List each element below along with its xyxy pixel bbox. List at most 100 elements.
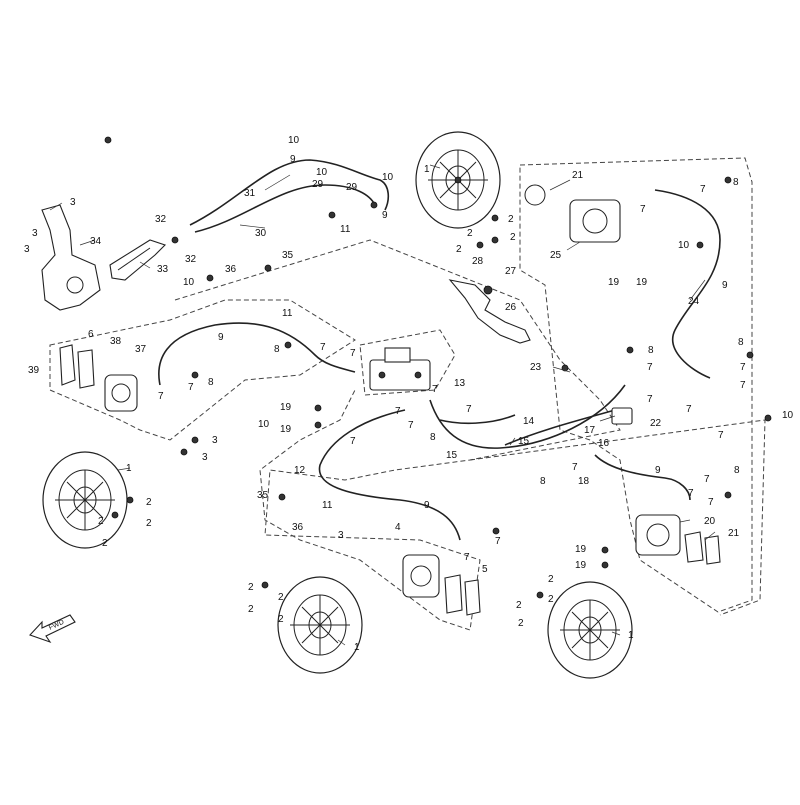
caliper-4-front-right bbox=[402, 554, 440, 598]
callout-2: 2 bbox=[102, 538, 108, 549]
callout-2: 2 bbox=[278, 592, 284, 603]
callout-8: 8 bbox=[648, 345, 654, 356]
callout-1: 1 bbox=[424, 164, 430, 175]
callout-7: 7 bbox=[686, 404, 692, 415]
brake-line-14 bbox=[439, 414, 516, 425]
callout-10: 10 bbox=[316, 167, 328, 178]
callout-2: 2 bbox=[508, 214, 514, 225]
callout-7: 7 bbox=[740, 380, 746, 391]
callout-11: 11 bbox=[282, 308, 293, 319]
callout-21: 21 bbox=[572, 170, 584, 181]
brake-hose-front-right bbox=[318, 409, 461, 541]
callout-11: 11 bbox=[322, 500, 333, 511]
group-outline-center bbox=[174, 239, 621, 631]
callout-27: 27 bbox=[505, 266, 517, 277]
callout-18: 18 bbox=[578, 476, 590, 487]
callout-10: 10 bbox=[183, 277, 195, 288]
callout-15: 15 bbox=[446, 450, 458, 461]
callout-29: 29 bbox=[312, 179, 324, 190]
callout-4: 4 bbox=[395, 522, 401, 533]
callout-3: 3 bbox=[338, 530, 344, 541]
brake-disc-top bbox=[415, 131, 501, 229]
group-outline-front-left bbox=[49, 299, 356, 441]
callout-8: 8 bbox=[738, 337, 744, 348]
callout-20: 20 bbox=[704, 516, 716, 527]
callout-leaders bbox=[49, 164, 716, 646]
park-brake-bracket bbox=[109, 239, 167, 281]
callout-26: 26 bbox=[505, 302, 517, 313]
callout-1: 1 bbox=[126, 463, 132, 474]
junction-block-22 bbox=[611, 407, 633, 425]
callout-2: 2 bbox=[456, 244, 462, 255]
brake-disc-front-left bbox=[42, 451, 128, 549]
callout-2: 2 bbox=[146, 518, 152, 529]
callout-19: 19 bbox=[575, 560, 587, 571]
callout-8: 8 bbox=[208, 377, 214, 388]
callout-9: 9 bbox=[218, 332, 224, 343]
callout-29: 29 bbox=[346, 182, 358, 193]
brake-pads-5 bbox=[444, 574, 481, 616]
caliper-20-rear-lower bbox=[635, 514, 721, 565]
bolt-fittings bbox=[104, 136, 772, 599]
callout-7: 7 bbox=[466, 404, 472, 415]
callout-7: 7 bbox=[704, 474, 710, 485]
callout-19: 19 bbox=[575, 544, 587, 555]
callout-31: 31 bbox=[244, 188, 256, 199]
callout-2: 2 bbox=[516, 600, 522, 611]
callout-19: 19 bbox=[280, 402, 292, 413]
callout-7: 7 bbox=[640, 204, 646, 215]
callout-10: 10 bbox=[288, 135, 300, 146]
callout-11: 11 bbox=[340, 224, 351, 235]
callout-21: 21 bbox=[728, 528, 740, 539]
caliper-38-front-left bbox=[104, 374, 138, 412]
park-brake-cable bbox=[189, 159, 390, 226]
callout-30: 30 bbox=[255, 228, 267, 239]
callout-9: 9 bbox=[424, 500, 430, 511]
callout-8: 8 bbox=[733, 177, 739, 188]
callout-8: 8 bbox=[430, 432, 436, 443]
callout-2: 2 bbox=[548, 594, 554, 605]
callout-9: 9 bbox=[655, 465, 661, 476]
callout-7: 7 bbox=[432, 384, 438, 395]
forward-direction-arrow: FWD bbox=[29, 614, 76, 644]
callout-2: 2 bbox=[548, 574, 554, 585]
group-outline-rear-lower bbox=[469, 419, 766, 616]
brake-disc-rear bbox=[547, 581, 633, 679]
callout-10: 10 bbox=[382, 172, 394, 183]
callout-19: 19 bbox=[636, 277, 648, 288]
callout-1: 1 bbox=[354, 642, 360, 653]
callout-8: 8 bbox=[274, 344, 280, 355]
callout-35: 35 bbox=[282, 250, 294, 261]
callout-16: 16 bbox=[598, 438, 610, 449]
brake-hose-front-left bbox=[158, 322, 356, 386]
callout-7: 7 bbox=[718, 430, 724, 441]
callout-5: 5 bbox=[482, 564, 488, 575]
callout-2: 2 bbox=[510, 232, 516, 243]
callout-14: 14 bbox=[523, 416, 535, 427]
callout-3: 3 bbox=[70, 197, 76, 208]
callout-2: 2 bbox=[278, 614, 284, 625]
callout-8: 8 bbox=[734, 465, 740, 476]
callout-25: 25 bbox=[550, 250, 562, 261]
callout-10: 10 bbox=[258, 419, 270, 430]
callout-1: 1 bbox=[628, 630, 634, 641]
callout-35: 35 bbox=[257, 490, 269, 501]
callout-7: 7 bbox=[464, 552, 470, 563]
group-outline-caliper-box bbox=[359, 329, 456, 396]
callout-22: 22 bbox=[650, 418, 662, 429]
callout-3: 3 bbox=[32, 228, 38, 239]
callout-2: 2 bbox=[467, 228, 473, 239]
callout-labels: 1 1 1 1 2 2 2 2 2 2 2 2 2 2 2 2 2 2 2 2 … bbox=[24, 135, 794, 653]
callout-9: 9 bbox=[722, 280, 728, 291]
caliper-25-rear bbox=[524, 184, 621, 243]
callout-19: 19 bbox=[280, 424, 292, 435]
brake-hose-rear bbox=[654, 189, 721, 379]
callout-10: 10 bbox=[678, 240, 690, 251]
park-brake-lever bbox=[41, 204, 101, 311]
callout-7: 7 bbox=[700, 184, 706, 195]
callout-10: 10 bbox=[782, 410, 794, 421]
callout-37: 37 bbox=[135, 344, 147, 355]
callout-23: 23 bbox=[530, 362, 542, 373]
callout-7: 7 bbox=[350, 348, 356, 359]
